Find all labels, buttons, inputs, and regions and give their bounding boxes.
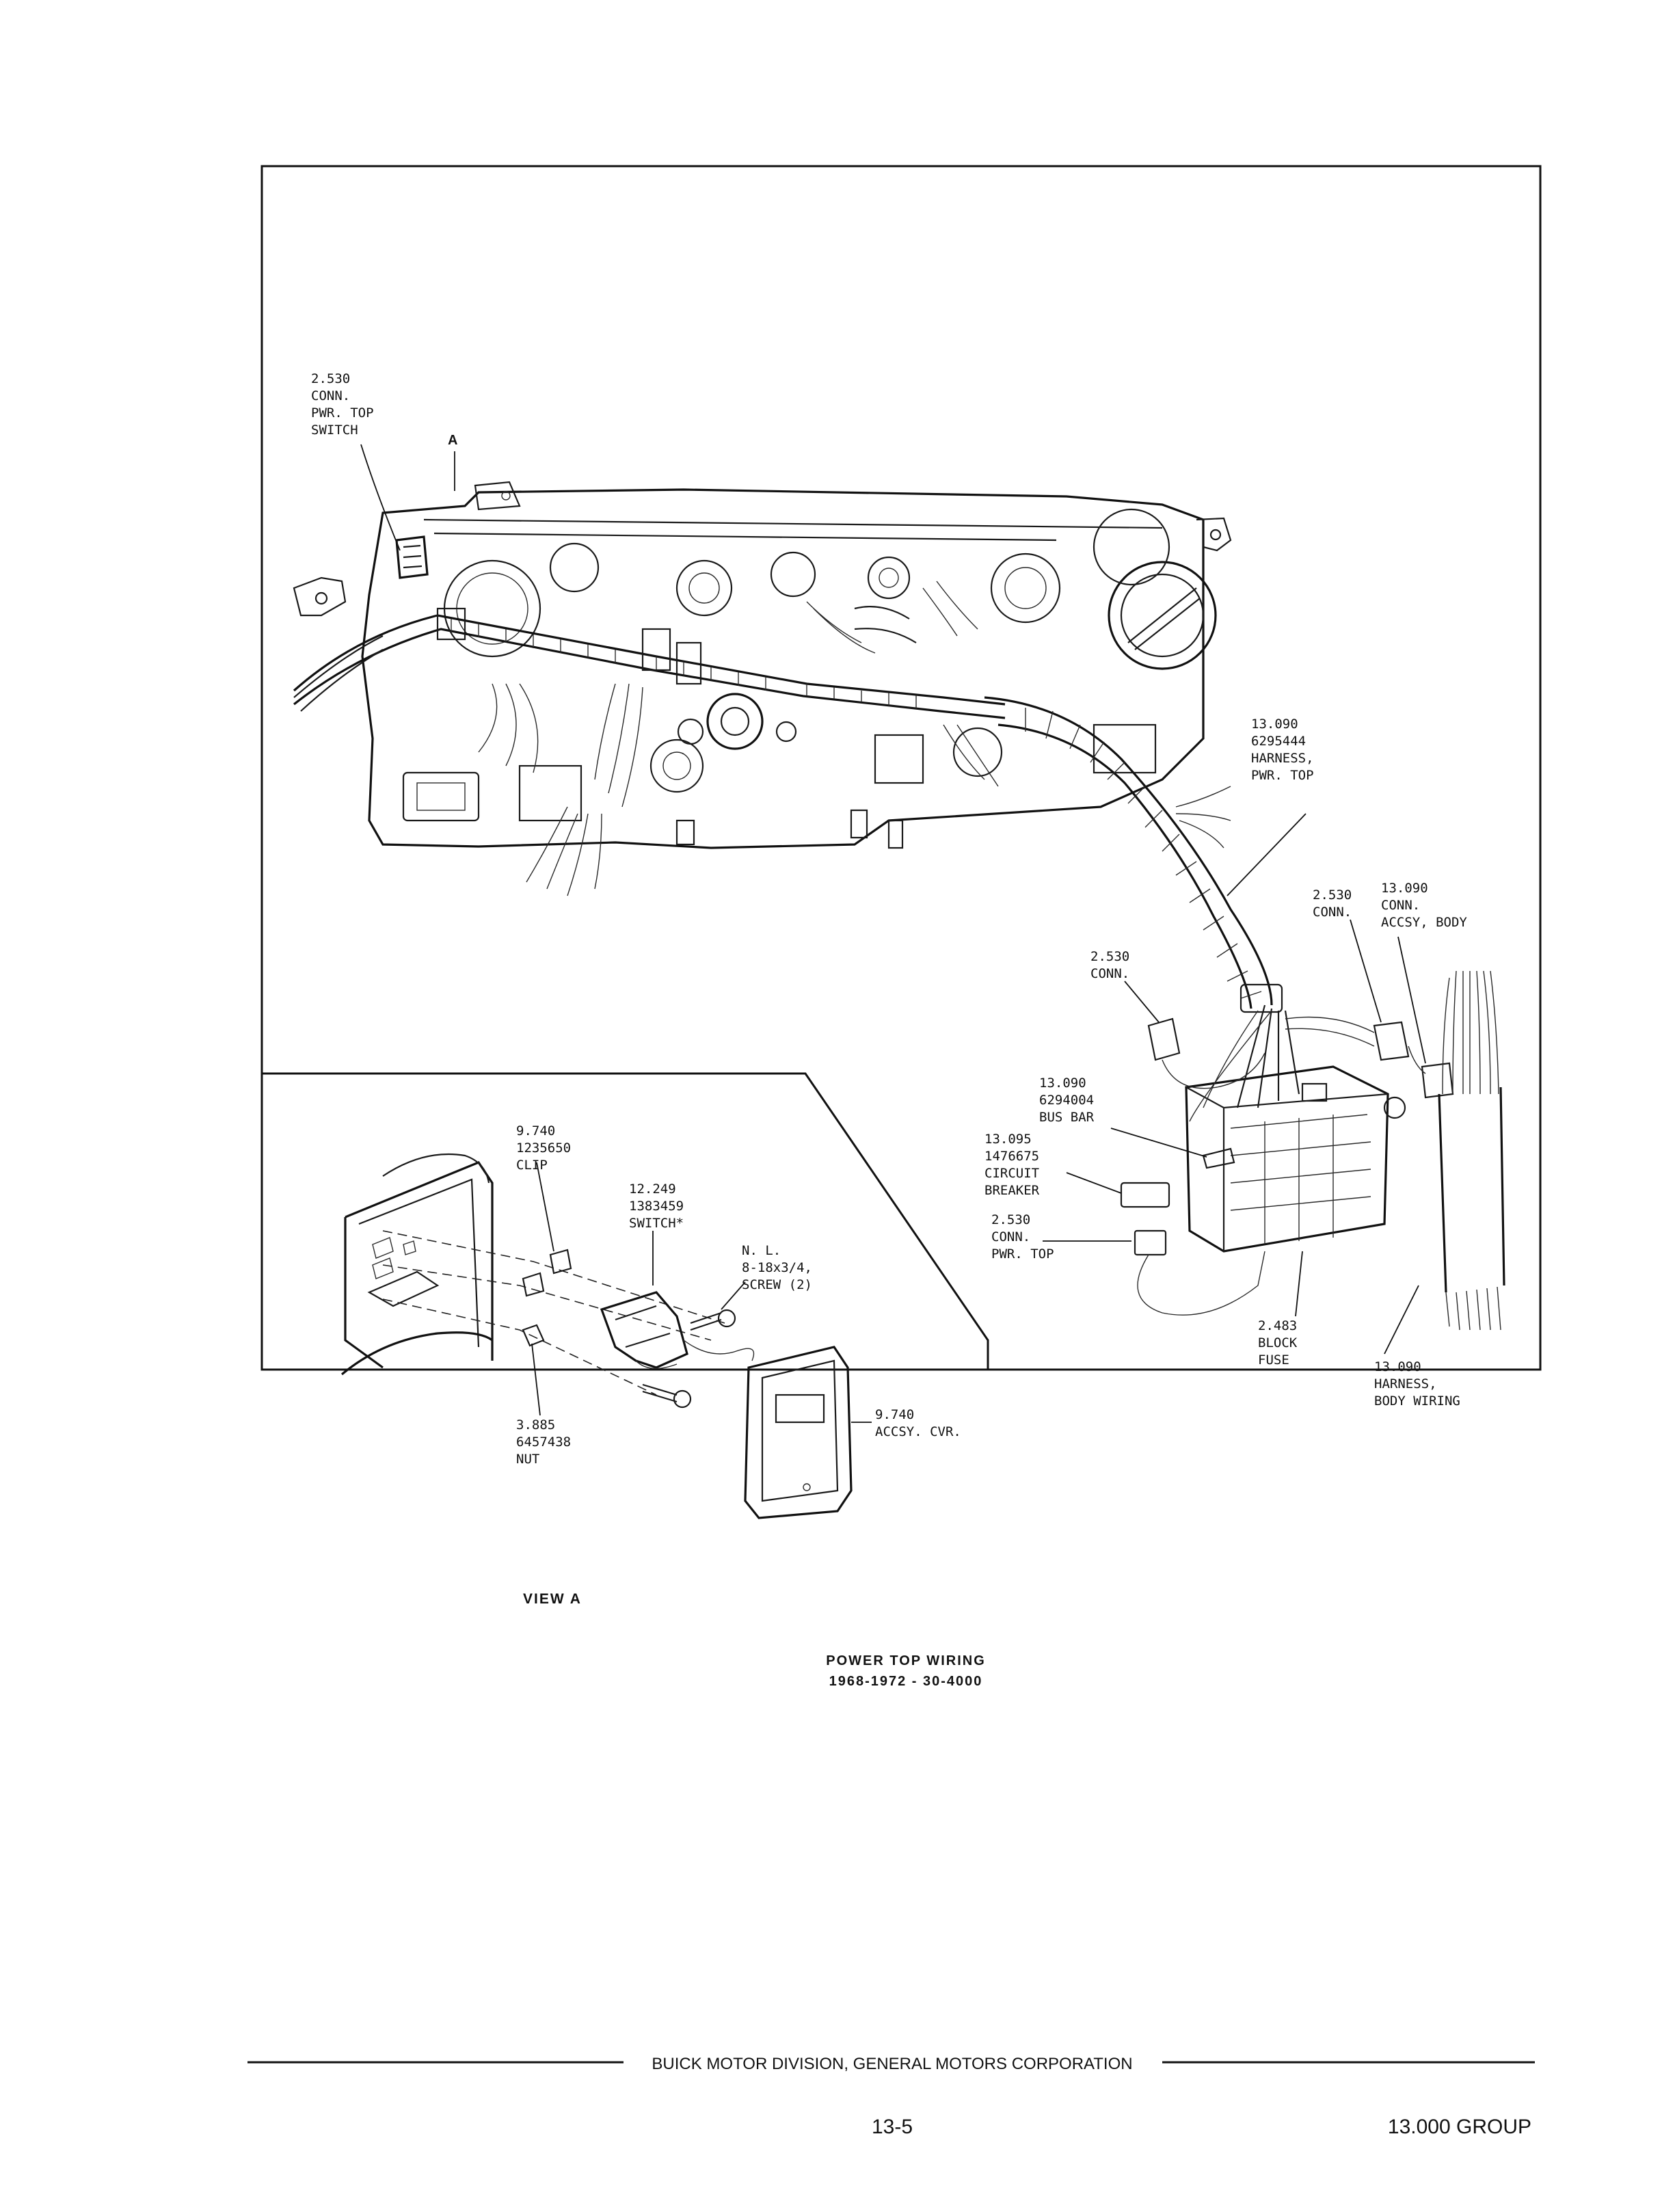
conn-right-line2: CONN.	[1313, 905, 1352, 920]
harness-pwr-top-line2: 6295444	[1251, 734, 1306, 749]
clip-line3: CLIP	[516, 1158, 548, 1173]
block-fuse-line1: 2.483	[1258, 1318, 1297, 1333]
nut-line2: 6457438	[516, 1435, 571, 1450]
callout-harness-body: 13.090 HARNESS, BODY WIRING	[1374, 1359, 1460, 1409]
switch-conn-line2: CONN.	[311, 388, 350, 403]
callout-switch: 12.249 1383459 SWITCH*	[629, 1182, 684, 1231]
conn-accsy-body-line3: ACCSY, BODY	[1381, 915, 1467, 930]
callout-circuit-breaker: 13.095 1476675 CIRCUIT BREAKER	[984, 1132, 1040, 1198]
conn-pwr-top-line2: CONN.	[991, 1229, 1030, 1244]
callout-conn-mid: 2.530 CONN.	[1090, 949, 1129, 981]
harness-pwr-top-line3: HARNESS,	[1251, 751, 1314, 766]
switch-conn-line3: PWR. TOP	[311, 405, 374, 421]
figure-frame	[260, 165, 1542, 1371]
harness-body-line3: BODY WIRING	[1374, 1394, 1460, 1409]
bus-bar-line3: BUS BAR	[1039, 1110, 1095, 1125]
view-a-label: VIEW A	[523, 1591, 582, 1607]
circuit-breaker-line2: 1476675	[984, 1149, 1039, 1164]
accsy-cvr-line2: ACCSY. CVR.	[875, 1424, 961, 1439]
conn-pwr-top-line1: 2.530	[991, 1212, 1030, 1227]
callout-switch-conn: 2.530 CONN. PWR. TOP SWITCH	[311, 371, 374, 438]
harness-pwr-top-line4: PWR. TOP	[1251, 768, 1314, 783]
circuit-breaker-line1: 13.095	[984, 1132, 1032, 1147]
conn-mid-line1: 2.530	[1090, 949, 1129, 964]
power-top-harness	[984, 696, 1283, 1013]
bus-bar-line2: 6294004	[1039, 1093, 1094, 1108]
conn-accsy-body-line1: 13.090	[1381, 881, 1428, 896]
harness-pwr-top-line1: 13.090	[1251, 717, 1298, 732]
body-wiring-harness	[1438, 970, 1505, 1331]
view-a-illustration	[340, 1153, 853, 1519]
callout-screw: N. L. 8-18x3/4, SCREW (2)	[742, 1243, 812, 1292]
conn-right-line1: 2.530	[1313, 888, 1352, 903]
harness-body-line1: 13.090	[1374, 1359, 1421, 1374]
circuit-breaker-line4: BREAKER	[984, 1183, 1040, 1198]
screw-line3: SCREW (2)	[742, 1277, 812, 1292]
conn-pwr-top-line3: PWR. TOP	[991, 1247, 1054, 1262]
callout-block-fuse: 2.483 BLOCK FUSE	[1258, 1318, 1298, 1368]
view-a-marker: A	[448, 433, 457, 448]
callout-conn-accsy-body: 13.090 CONN. ACCSY, BODY	[1381, 881, 1467, 930]
screw-line1: N. L.	[742, 1243, 781, 1258]
conn-mid-line2: CONN.	[1090, 966, 1129, 981]
nut-line1: 3.885	[516, 1417, 555, 1433]
switch-line2: 1383459	[629, 1199, 684, 1214]
block-fuse-line2: BLOCK	[1258, 1335, 1298, 1350]
switch-line3: SWITCH*	[629, 1216, 684, 1231]
bus-bar-line1: 13.090	[1039, 1076, 1086, 1091]
view-a-inset-frame	[262, 1072, 989, 1370]
callout-conn-pwr-top: 2.530 CONN. PWR. TOP	[991, 1212, 1054, 1262]
callout-nut: 3.885 6457438 NUT	[516, 1417, 571, 1467]
switch-line1: 12.249	[629, 1182, 676, 1197]
switch-conn-line4: SWITCH	[311, 423, 358, 438]
callout-labels: 2.530 CONN. PWR. TOP SWITCH A 13.090 629…	[311, 371, 1467, 1467]
nut-line3: NUT	[516, 1452, 539, 1467]
footer-group: 13.000 GROUP	[1388, 2116, 1531, 2138]
figure-caption-subtitle: 1968-1972 - 30-4000	[829, 1674, 983, 1689]
callout-bus-bar: 13.090 6294004 BUS BAR	[1039, 1076, 1095, 1125]
screw-line2: 8-18x3/4,	[742, 1260, 812, 1275]
figure-caption-title: POWER TOP WIRING	[826, 1653, 986, 1668]
switch-conn-line1: 2.530	[311, 371, 350, 386]
block-fuse-line3: FUSE	[1258, 1352, 1289, 1368]
footer-publisher: BUICK MOTOR DIVISION, GENERAL MOTORS COR…	[652, 2055, 1132, 2073]
accsy-cvr-line1: 9.740	[875, 1407, 914, 1422]
callout-harness-pwr-top: 13.090 6295444 HARNESS, PWR. TOP	[1251, 717, 1314, 783]
leader-lines	[360, 444, 1426, 1423]
fuse-block	[1120, 1004, 1406, 1316]
callout-accsy-cvr: 9.740 ACCSY. CVR.	[875, 1407, 961, 1439]
harness-body-line2: HARNESS,	[1374, 1376, 1437, 1391]
clip-line1: 9.740	[516, 1123, 555, 1138]
callout-conn-right: 2.530 CONN.	[1313, 888, 1352, 920]
instrument-panel-illustration	[293, 481, 1232, 896]
footer-page-number: 13-5	[872, 2116, 913, 2138]
conn-accsy-body-line2: CONN.	[1381, 898, 1420, 913]
circuit-breaker-line3: CIRCUIT	[984, 1166, 1039, 1181]
clip-line2: 1235650	[516, 1141, 571, 1156]
callout-clip: 9.740 1235650 CLIP	[516, 1123, 571, 1173]
